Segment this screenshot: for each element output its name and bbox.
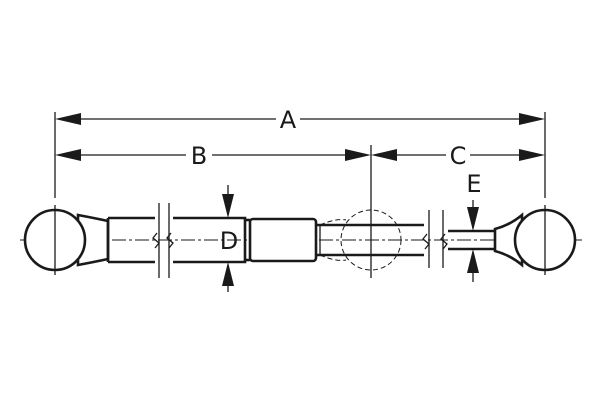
piston-rod xyxy=(316,210,495,268)
dimension-d: D xyxy=(220,185,238,292)
dimension-a: A xyxy=(55,106,545,134)
phantom-ball-fitting xyxy=(319,200,402,278)
dimension-c: C xyxy=(371,142,545,170)
label-e: E xyxy=(466,170,481,198)
cylinder-end-cap xyxy=(245,217,318,263)
label-c: C xyxy=(450,142,467,170)
dimension-e: E xyxy=(466,170,482,282)
label-b: B xyxy=(191,142,207,170)
cylinder-body xyxy=(106,203,247,278)
right-end-fitting xyxy=(493,205,577,275)
left-end-fitting xyxy=(23,205,110,275)
label-a: A xyxy=(280,106,297,134)
label-d: D xyxy=(220,227,238,255)
dimension-b: B xyxy=(55,142,371,170)
